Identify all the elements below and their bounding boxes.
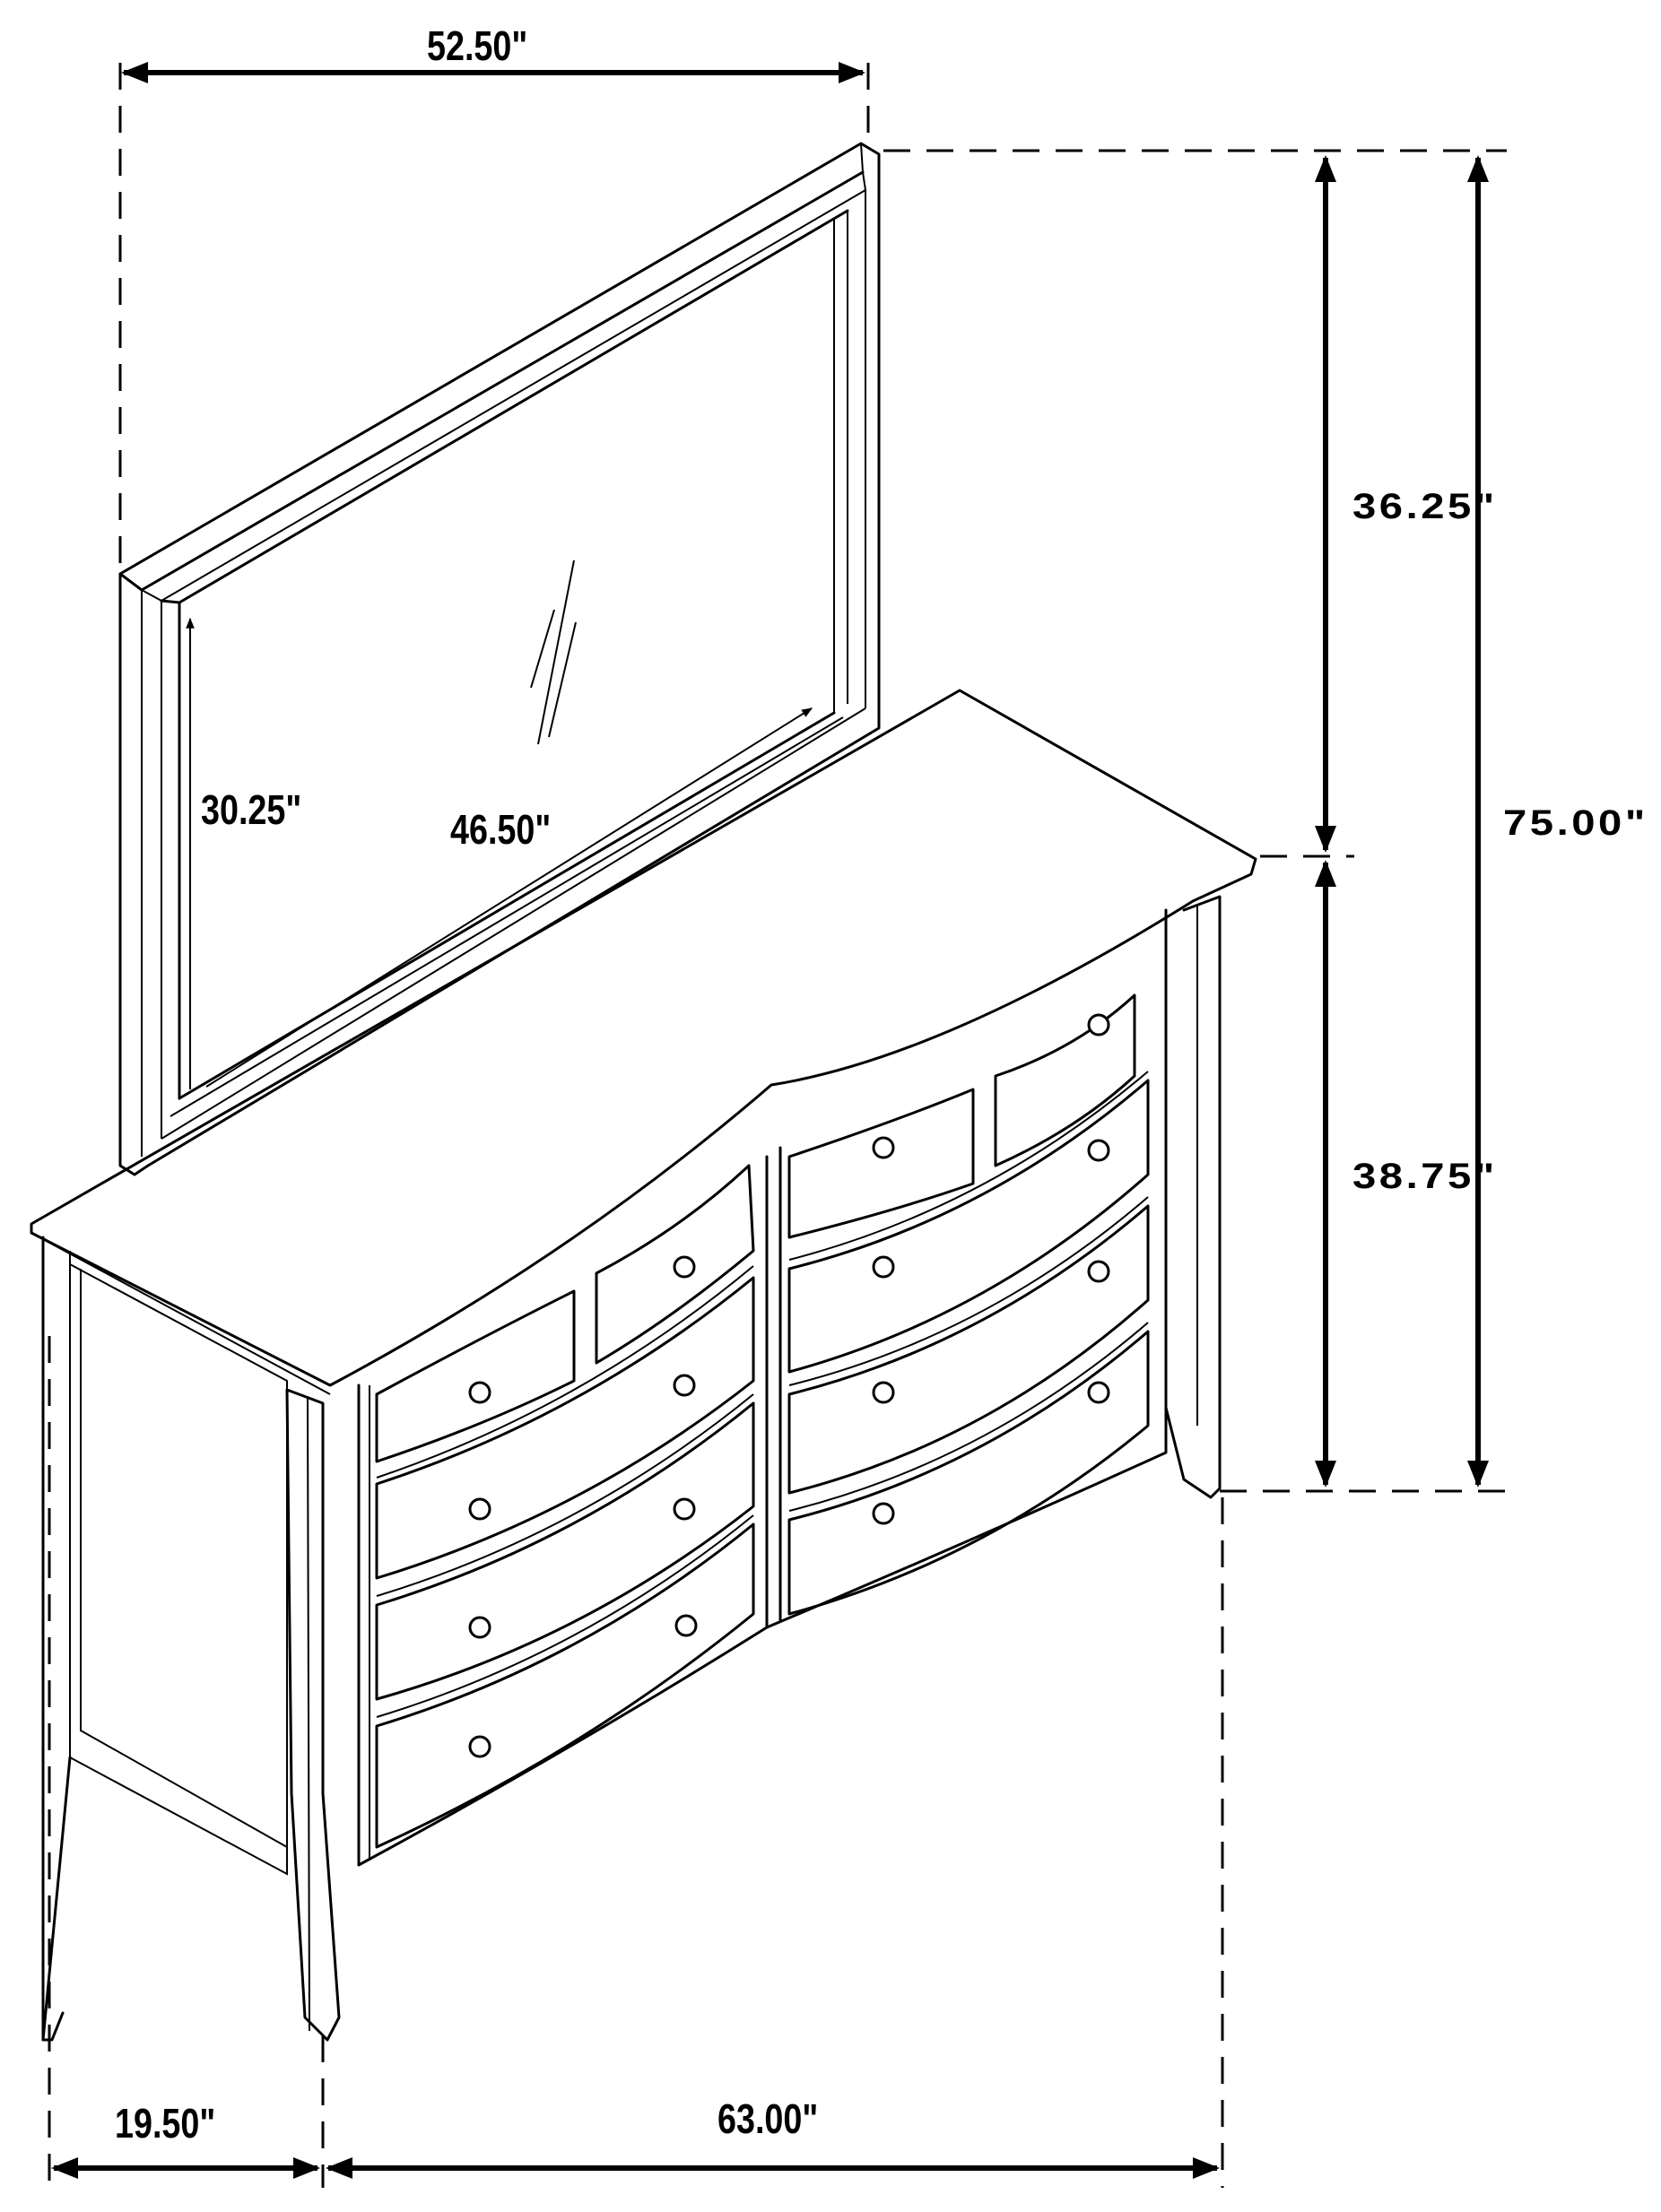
label-glass-height: 30.25"	[201, 786, 302, 833]
dim-mirror-width	[118, 62, 870, 565]
drawer-carcass	[357, 908, 1168, 1867]
drawer-knobs	[468, 1013, 1110, 1758]
label-dresser-depth: 19.50"	[115, 2100, 216, 2147]
dim-heights-right	[883, 149, 1507, 1493]
mirror	[118, 142, 881, 1176]
label-overall-height: 75.00"	[1503, 803, 1648, 843]
left-drawers	[375, 1164, 755, 1849]
dim-bottom	[48, 1336, 1224, 2188]
label-glass-width: 46.50"	[450, 806, 552, 853]
label-mirror-height: 36.25"	[1352, 487, 1498, 526]
dresser-side	[41, 895, 1222, 2042]
dresser-top	[30, 689, 1257, 1395]
label-dresser-width: 63.00"	[717, 2095, 819, 2142]
right-drawers	[787, 993, 1150, 1616]
label-dresser-height: 38.75"	[1352, 1157, 1498, 1196]
label-mirror-width: 52.50"	[427, 22, 528, 69]
